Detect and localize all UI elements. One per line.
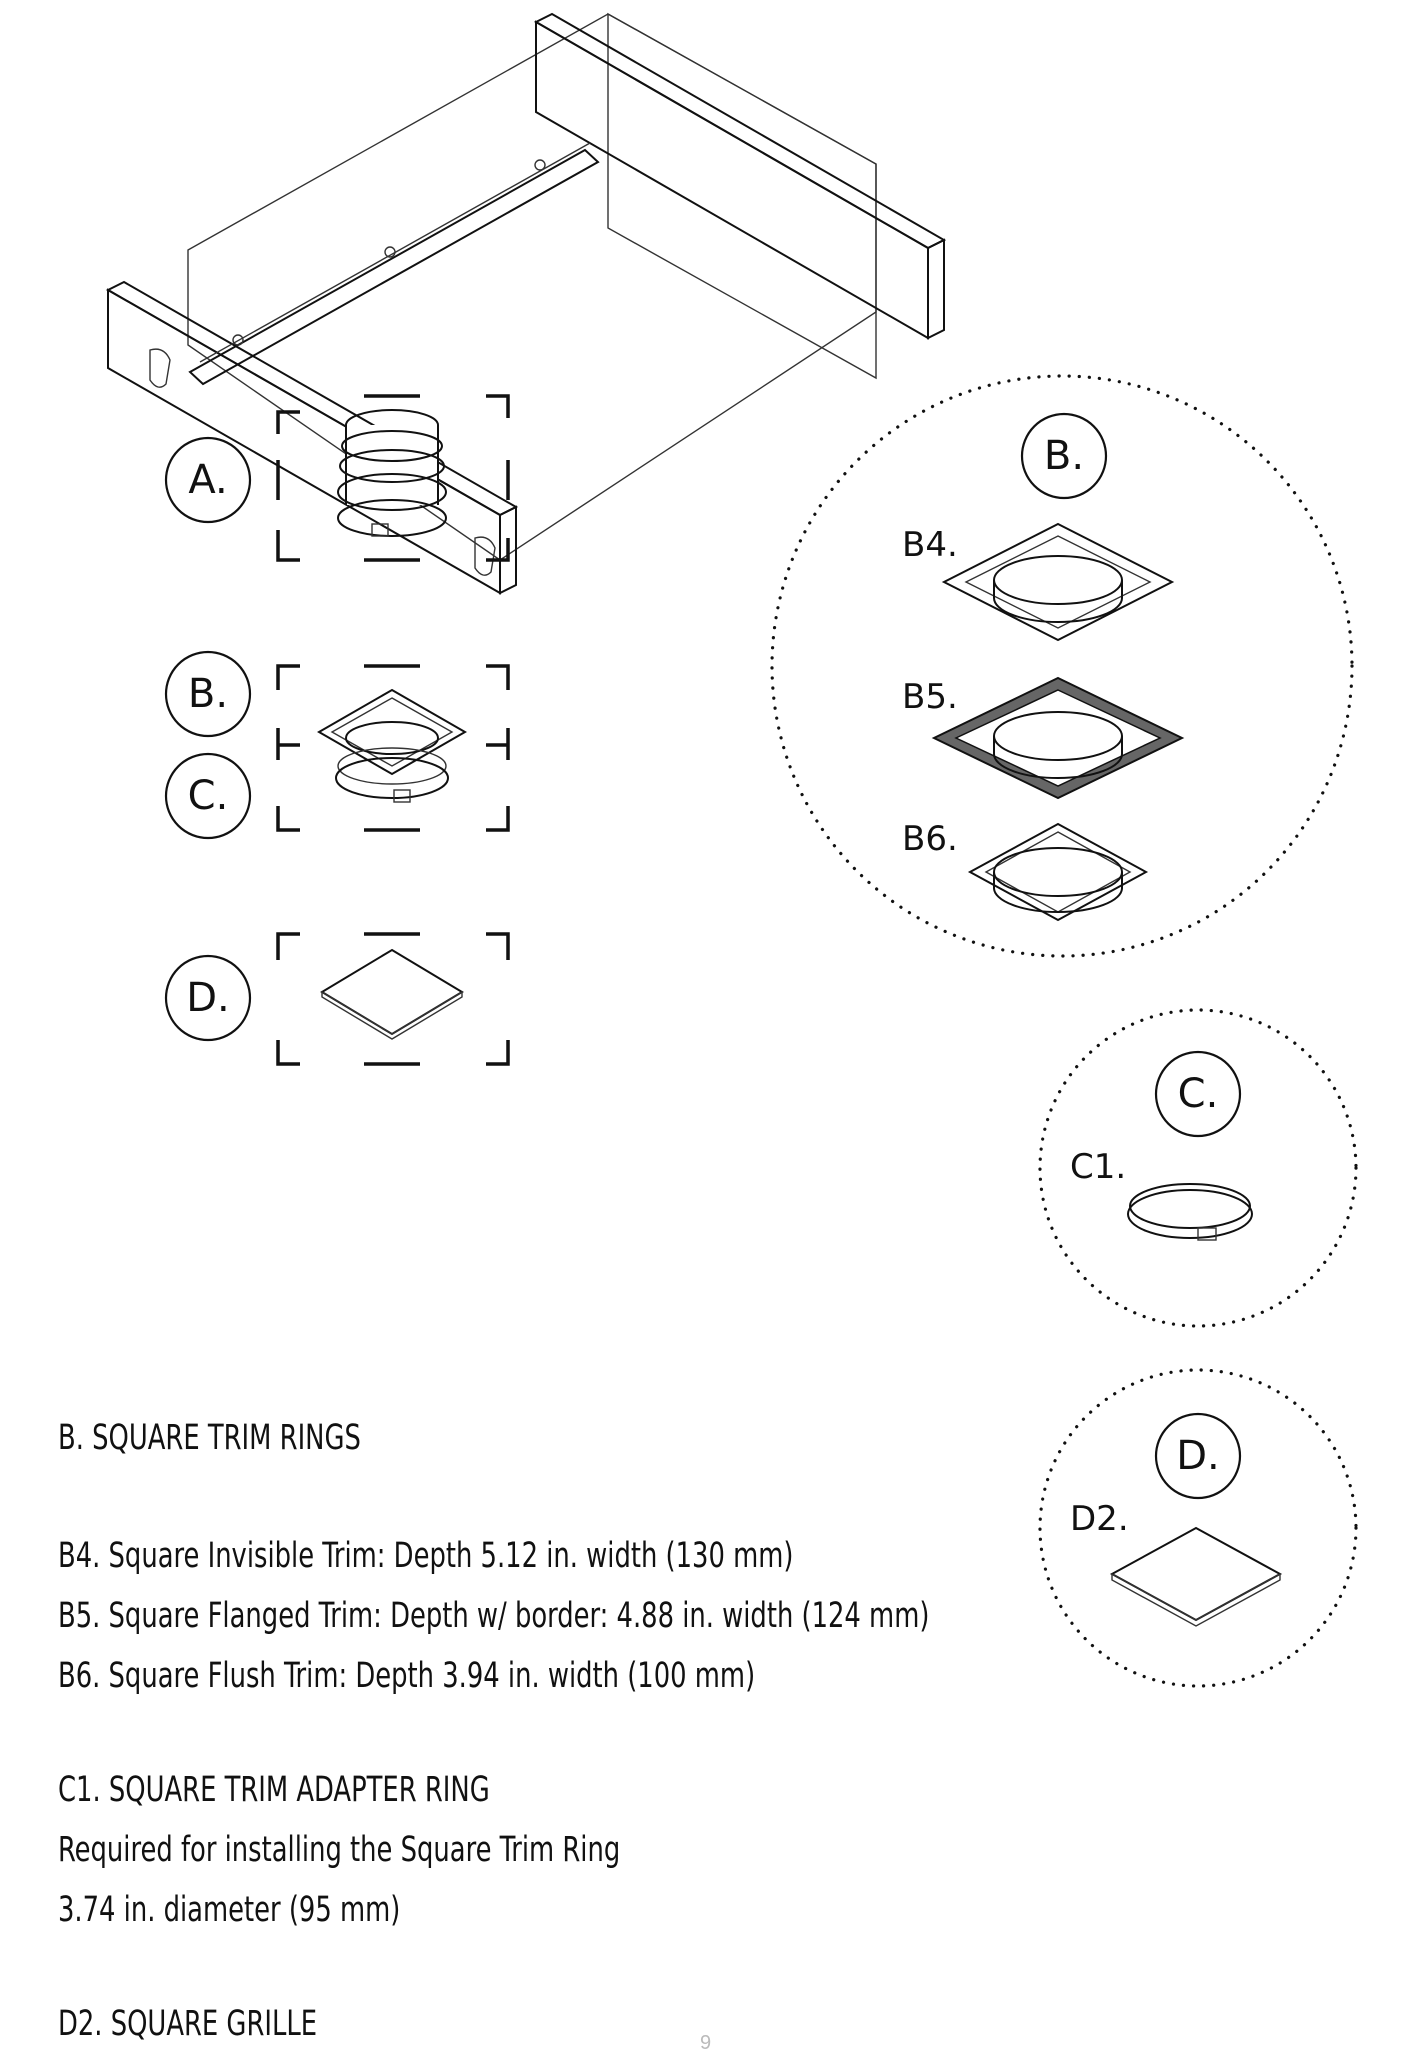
desc-b5: B5. Square Flanged Trim: Depth w/ border…: [58, 1596, 930, 1636]
svg-text:D.: D.: [1176, 1433, 1220, 1479]
callout-a: A.: [164, 436, 252, 524]
label-b5: B5.: [902, 677, 958, 717]
svg-text:C.: C.: [1178, 1071, 1219, 1117]
grille-d2-drawing: [1109, 1526, 1283, 1627]
svg-text:C.: C.: [188, 773, 229, 819]
label-d2: D2.: [1070, 1499, 1129, 1539]
heading-adapter-ring: C1. SQUARE TRIM ADAPTER RING: [58, 1770, 490, 1810]
desc-b6: B6. Square Flush Trim: Depth 3.94 in. wi…: [58, 1656, 756, 1696]
module-bc-drawing: [316, 688, 468, 803]
detail-circle-c: C. C1.: [1038, 1008, 1358, 1328]
heading-square-grille: D2. SQUARE GRILLE: [58, 2004, 318, 2044]
desc-c1-line1: Required for installing the Square Trim …: [58, 1830, 621, 1870]
svg-text:A.: A.: [188, 457, 227, 503]
label-b6: B6.: [902, 819, 958, 859]
desc-b4: B4. Square Invisible Trim: Depth 5.12 in…: [58, 1536, 794, 1576]
bracket-bc: [276, 664, 510, 832]
label-c1: C1.: [1070, 1147, 1126, 1187]
svg-text:B.: B.: [1044, 433, 1084, 479]
bracket-d: [276, 932, 510, 1066]
callout-c-left: C.: [164, 752, 252, 840]
adapter-ring-c1-drawing: [1127, 1183, 1253, 1241]
detail-circle-d: D. D2.: [1038, 1368, 1358, 1688]
trim-b4-drawing: [941, 522, 1175, 642]
label-b4: B4.: [902, 525, 958, 565]
bracket-a: [276, 394, 510, 562]
trim-b5-drawing: [931, 676, 1185, 800]
desc-c1-line2: 3.74 in. diameter (95 mm): [58, 1890, 401, 1930]
svg-text:B.: B.: [188, 671, 228, 717]
callout-b-left: B.: [164, 650, 252, 738]
heading-square-trim-rings: B. SQUARE TRIM RINGS: [58, 1418, 361, 1458]
svg-text:D.: D.: [186, 975, 230, 1021]
module-d-drawing: [320, 948, 464, 1040]
callout-d-left: D.: [164, 954, 252, 1042]
detail-circle-b: B. B4. B5. B6.: [770, 374, 1354, 958]
page-number: 9: [700, 2032, 712, 2054]
trim-b6-drawing: [967, 822, 1149, 922]
module-a-drawing: [337, 409, 447, 537]
